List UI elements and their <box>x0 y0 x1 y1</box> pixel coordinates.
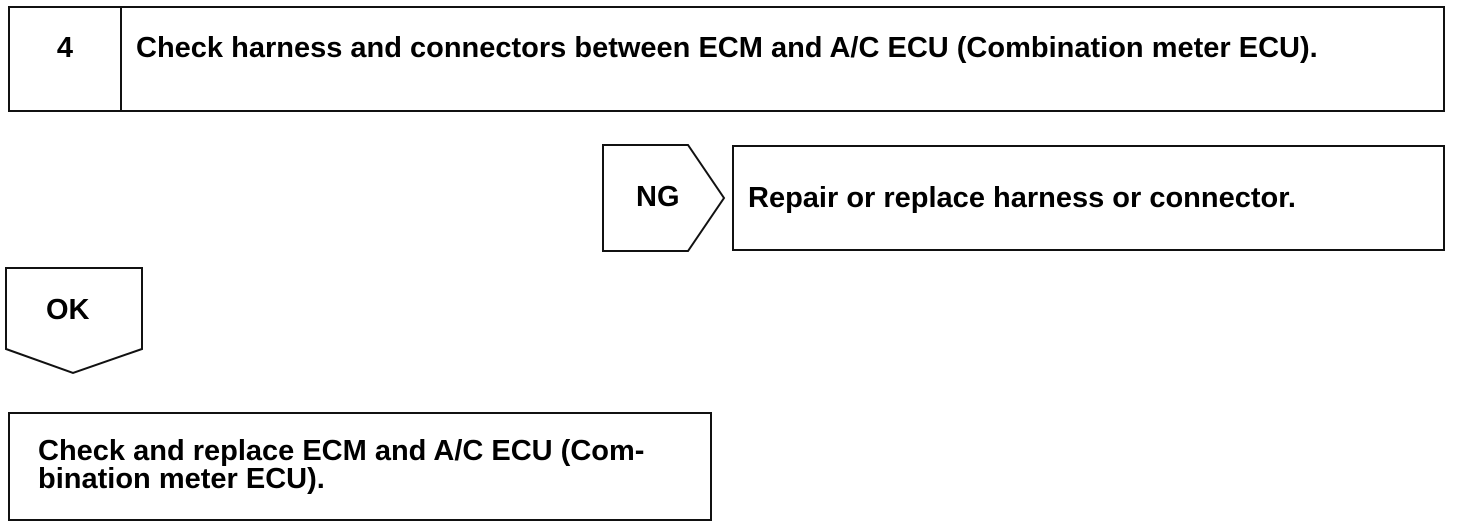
step-number: 4 <box>56 32 74 64</box>
final-action-text: Check and replace ECM and A/C ECU (Com- … <box>38 435 698 495</box>
final-action-line-1: Check and replace ECM and A/C ECU (Com- <box>38 435 645 467</box>
final-action-line-2: bination meter ECU). <box>38 463 325 495</box>
ng-result-box: Repair or replace harness or connector. <box>732 145 1445 251</box>
step-box: 4 Check harness and connectors between E… <box>8 6 1445 112</box>
ok-arrow-shape <box>5 267 143 375</box>
step-divider <box>120 8 122 110</box>
ng-arrow-shape <box>602 144 726 252</box>
final-action-box: Check and replace ECM and A/C ECU (Com- … <box>8 412 712 521</box>
step-title: Check harness and connectors between ECM… <box>136 32 1318 64</box>
ng-result-text: Repair or replace harness or connector. <box>748 182 1296 214</box>
ok-label: OK <box>46 294 90 326</box>
ng-label: NG <box>636 181 680 213</box>
